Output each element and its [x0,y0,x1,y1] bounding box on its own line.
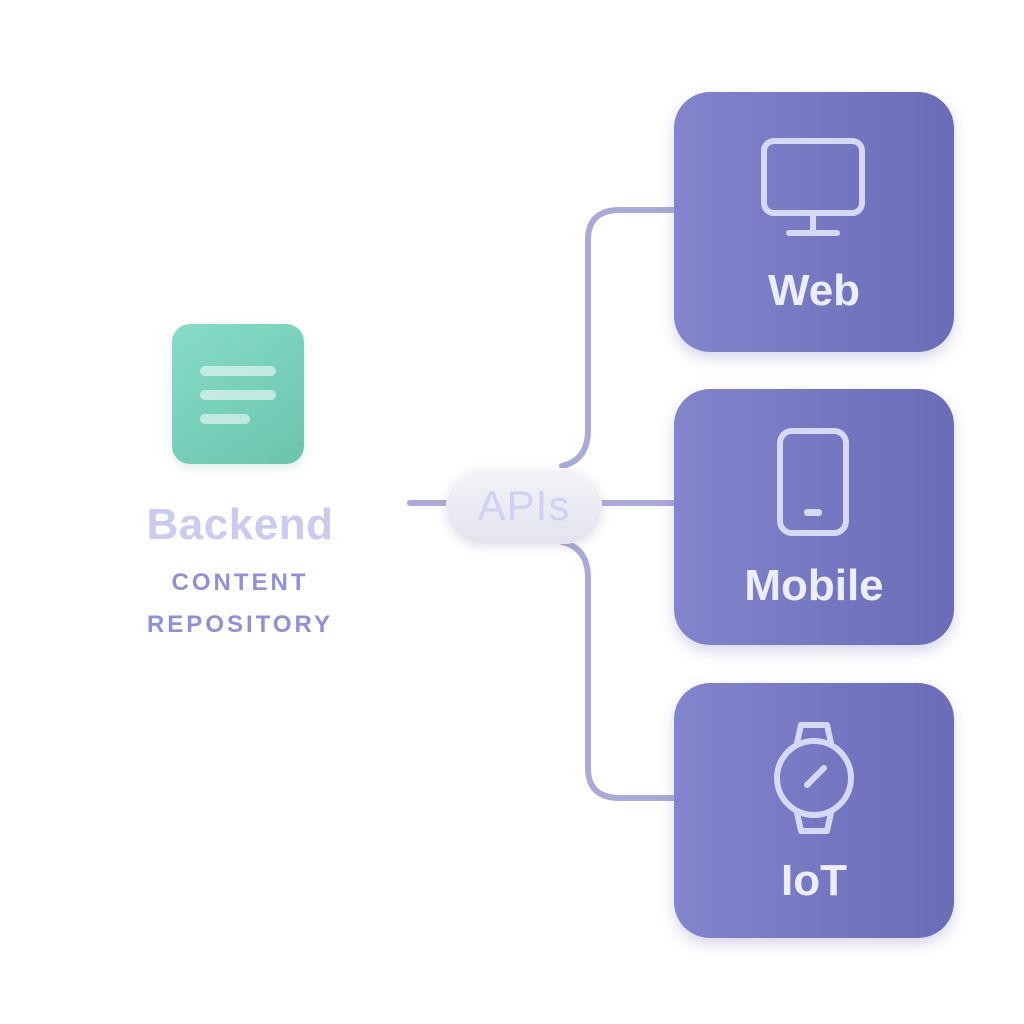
apis-pill: APIs [446,468,602,544]
document-icon [172,324,304,464]
smartphone-icon [674,427,954,537]
connector-apis-to-web [559,207,679,469]
backend-subtitle-line1: CONTENT [171,569,309,596]
target-card-iot: IoT [674,683,954,938]
target-label-mobile: Mobile [744,561,884,610]
backend-title: Backend [146,500,334,549]
target-label-iot: IoT [781,856,847,905]
connector-apis-to-iot [559,539,679,801]
smartwatch-icon [674,719,954,837]
backend-subtitle-line2: REPOSITORY [146,611,334,638]
apis-label: APIs [477,482,571,529]
target-card-mobile: Mobile [674,389,954,645]
monitor-icon [674,136,954,238]
target-card-web: Web [674,92,954,352]
target-label-web: Web [767,266,861,315]
